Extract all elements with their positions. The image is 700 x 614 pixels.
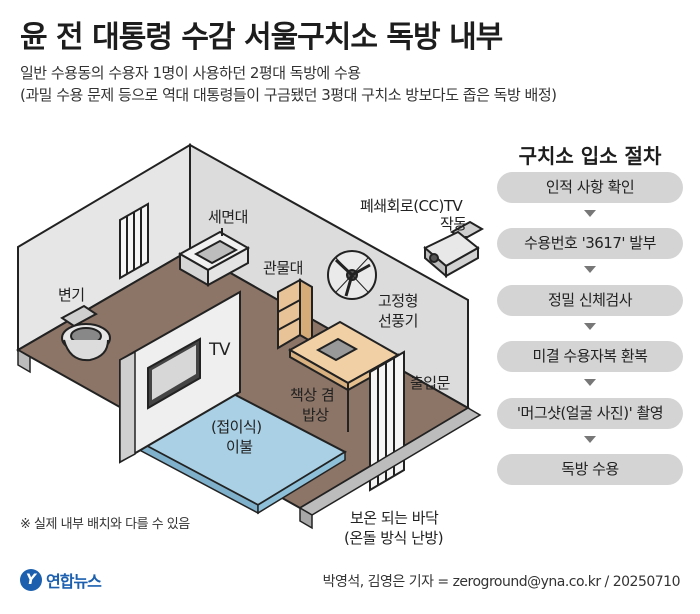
yonhap-logo: Y 연합뉴스 [20,568,102,592]
label-bedding-1: (접이식) [211,418,262,436]
subtitle-line-1: 일반 수용동의 수용자 1명이 사용하던 2평대 독방에 수용 [20,64,361,82]
cctv-icon [423,220,485,279]
procedure-step-5: '머그샷(얼굴 사진)' 촬영 [497,398,683,429]
label-shelf: 관물대 [263,259,303,277]
washbasin-icon [177,228,251,287]
window-bars-icon [119,202,149,280]
arrow-down-icon [584,379,596,386]
procedure-step-1: 인적 사항 확인 [497,172,683,203]
procedure-step-3: 정밀 신체검사 [497,285,683,316]
label-cctv-1: 폐쇄회로(CC)TV [360,197,463,215]
label-fan-1: 고정형 [378,292,418,310]
fan-icon [327,250,377,300]
label-washbasin: 세면대 [208,208,248,226]
subtitle-line-2: (과밀 수용 문제 등으로 역대 대통령들이 구금됐던 3평대 구치소 방보다도… [20,86,557,104]
logo-text: 연합뉴스 [46,572,102,591]
procedure-step-6: 독방 수용 [497,454,683,485]
shelf-icon [277,278,313,350]
label-cctv-2: 작동 [440,215,467,233]
disclaimer-note: ※ 실제 내부 배치와 다를 수 있음 [20,517,190,532]
toilet-icon [60,304,111,362]
label-desk-1: 책상 겸 [290,386,335,404]
page-title: 윤 전 대통령 수감 서울구치소 독방 내부 [20,20,503,55]
credit-line: 박영석, 김영은 기자 = zeroground@yna.co.kr / 202… [322,574,681,590]
arrow-down-icon [584,210,596,217]
label-tv: TV [209,340,231,360]
yonhap-logo-icon: Y [20,569,42,591]
procedure-title: 구치소 입소 절차 [518,144,662,168]
arrow-down-icon [584,323,596,330]
label-bedding-2: 이불 [226,438,253,456]
label-desk-2: 밥상 [302,406,329,424]
label-toilet: 변기 [58,286,85,304]
procedure-step-2: 수용번호 '3617' 발부 [497,228,683,259]
label-door: 출입문 [410,374,450,392]
procedure-step-4: 미결 수용자복 환복 [497,341,683,372]
arrow-down-icon [584,266,596,273]
label-floor-2: (온돌 방식 난방) [344,529,444,547]
arrow-down-icon [584,436,596,443]
label-fan-2: 선풍기 [378,312,418,330]
label-floor-1: 보온 되는 바닥 [350,509,439,527]
